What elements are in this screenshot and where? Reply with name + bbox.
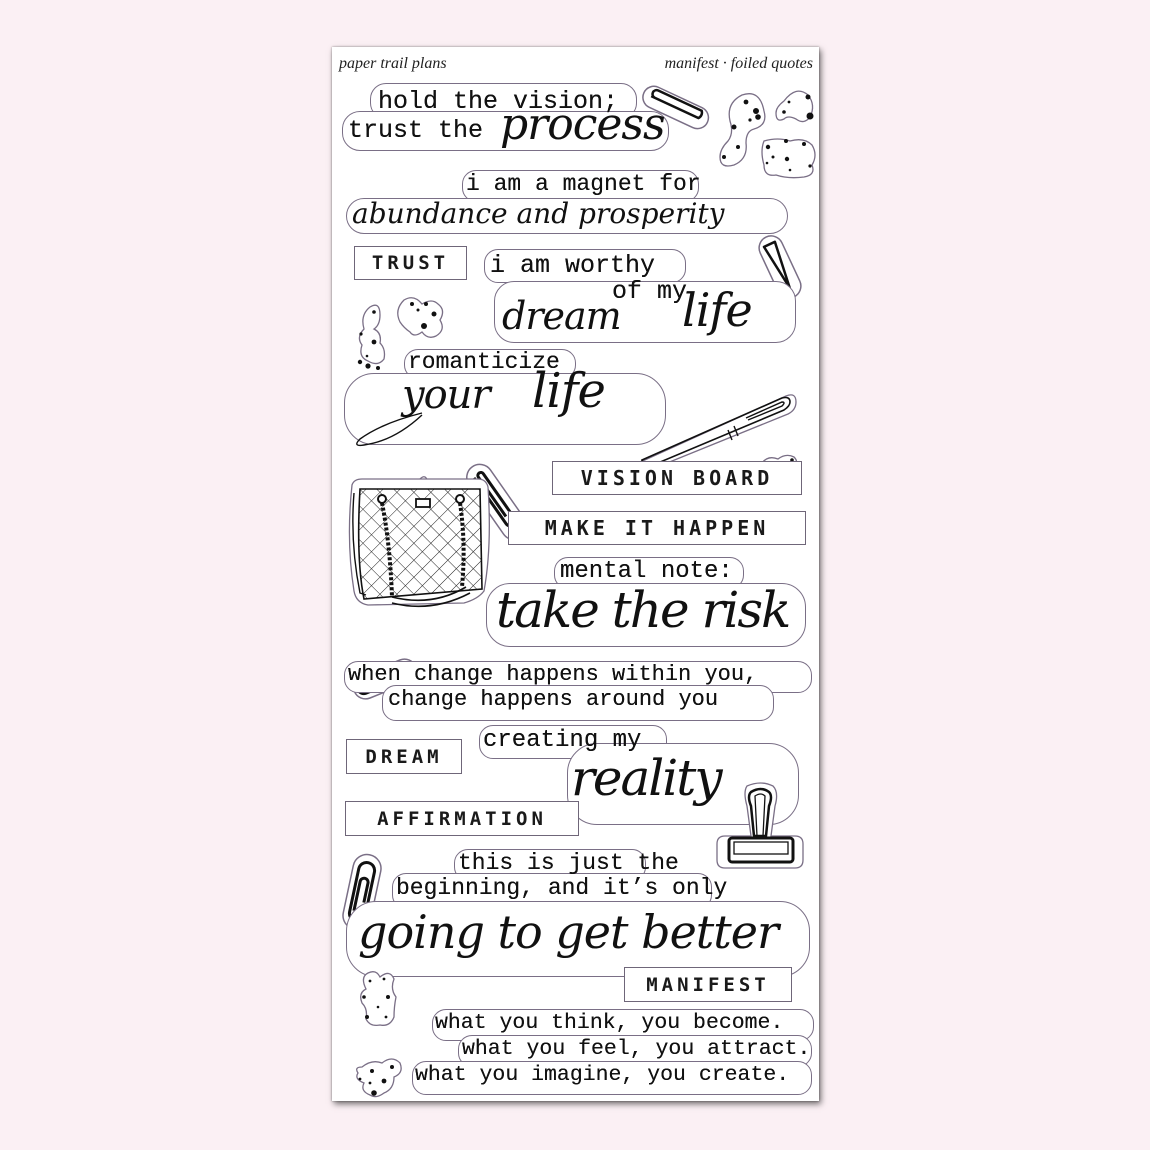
label-vision-board[interactable]: VISION BOARD	[552, 461, 802, 495]
quote-script: take the risk	[496, 581, 791, 639]
label-affirmation[interactable]: AFFIRMATION	[345, 801, 579, 836]
label-trust[interactable]: TRUST	[354, 246, 467, 280]
quote-script: abundance and prosperity	[352, 197, 725, 230]
sticker-creating[interactable]: creating my reality	[477, 723, 807, 833]
sticker-hold-the-vision[interactable]: hold the vision; trust the process	[340, 81, 670, 161]
blob-dots-icon	[356, 971, 402, 1098]
quote-line: of my	[612, 277, 688, 306]
quote-line: change happens around you	[388, 687, 719, 712]
handbag-icon	[348, 478, 490, 608]
label-manifest[interactable]: MANIFEST	[624, 967, 792, 1002]
quote-line: beginning, and it’s only	[396, 875, 728, 901]
quote-line: creating my	[483, 727, 642, 754]
quote-line: i am worthy	[490, 251, 656, 280]
quote-line: mental note:	[560, 558, 733, 585]
quote-script: process	[500, 99, 666, 150]
sticker-worthy[interactable]: i am worthy of my dream life	[482, 247, 802, 357]
quote-line: this is just the	[458, 850, 679, 876]
blob-dots-icon	[357, 297, 444, 370]
quote-script: going to get better	[358, 905, 779, 959]
quote-line: what you feel, you attract.	[462, 1037, 811, 1061]
sticker-what-you-think[interactable]: what you think, you become. what you fee…	[410, 1007, 815, 1099]
sticker-sheet: paper trail plans manifest · foiled quot…	[332, 47, 819, 1101]
quote-script: reality	[571, 749, 723, 807]
blob-dots-icon	[719, 90, 816, 179]
quote-line: what you imagine, you create.	[415, 1063, 790, 1087]
collection-title: manifest · foiled quotes	[664, 55, 813, 72]
quote-script: dream	[502, 294, 622, 338]
quote-script: your	[402, 372, 491, 418]
sticker-mental-note[interactable]: mental note: take the risk	[482, 555, 812, 665]
sticker-magnet[interactable]: i am a magnet for abundance and prosperi…	[342, 162, 792, 242]
binder-clip-icon	[716, 782, 804, 869]
sticker-change[interactable]: when change happens within you, change h…	[342, 659, 812, 725]
quote-line: hold the vision;	[378, 87, 619, 116]
sticker-romanticize[interactable]: romanticize your life	[342, 347, 672, 457]
quote-line: trust the	[348, 116, 484, 145]
quote-line: i am a magnet for	[466, 171, 701, 197]
quote-line: when change happens within you,	[348, 662, 758, 687]
quote-script: life	[532, 363, 606, 419]
sticker-beginning[interactable]: this is just the beginning, and it’s onl…	[344, 847, 814, 987]
brand-name: paper trail plans	[339, 55, 447, 72]
label-make-it-happen[interactable]: MAKE IT HAPPEN	[508, 511, 806, 545]
paperclip-icon	[642, 85, 710, 130]
quote-script: life	[682, 283, 753, 337]
label-dream[interactable]: DREAM	[346, 739, 462, 774]
quote-line: what you think, you become.	[435, 1011, 784, 1035]
quote-line: romanticize	[408, 349, 560, 375]
